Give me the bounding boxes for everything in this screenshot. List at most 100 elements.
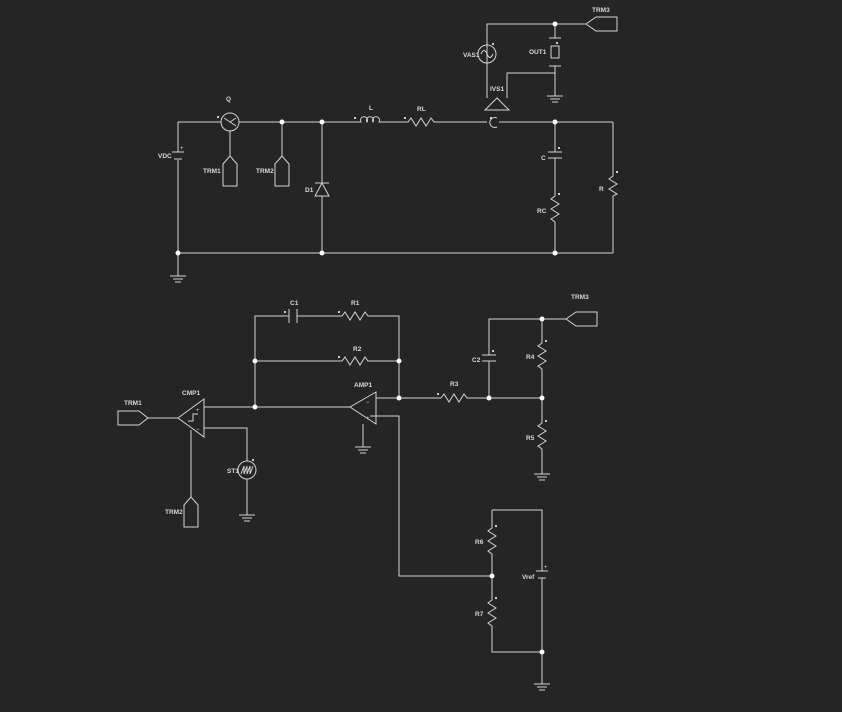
dc-source-vdc-symbol: + <box>172 146 184 160</box>
ground-icon <box>534 473 550 481</box>
resistor-rl-label: RL <box>417 106 426 113</box>
junction-node <box>552 21 558 27</box>
wire <box>254 315 289 407</box>
junction-node <box>539 316 545 322</box>
resistor-r1-label: R1 <box>351 300 360 307</box>
minus-sign: − <box>196 427 200 433</box>
current-sensor-ivs1-label: IVS1 <box>490 86 504 93</box>
svg-text:+: + <box>544 565 548 571</box>
minus-sign: − <box>366 400 370 406</box>
current-sensor-ivs1-symbol <box>483 97 511 128</box>
ground-icon <box>547 95 563 103</box>
terminal-trm1-label: TRM1 <box>203 168 221 175</box>
junction-node <box>396 395 402 401</box>
wire <box>491 630 542 653</box>
terminal-trm1-input-symbol <box>117 410 149 426</box>
resistor-r3-symbol <box>435 393 471 403</box>
junction-node <box>489 573 495 579</box>
junction-node <box>539 649 545 655</box>
junction-node <box>279 119 285 125</box>
sawtooth-source-st1-symbol <box>237 459 257 480</box>
resistor-r2-symbol <box>336 356 372 366</box>
inductor-l-label: L <box>369 105 373 112</box>
ground-icon <box>355 446 371 454</box>
amplifier-amp1-symbol: − + <box>349 391 377 425</box>
capacitor-c2-symbol <box>482 350 496 362</box>
buck-converter: + VDC Q TRM1 TRM2 D1 L <box>158 7 619 283</box>
resistor-r7-label: R7 <box>475 611 484 618</box>
terminal-trm1-symbol <box>222 155 238 187</box>
resistor-r5-symbol <box>537 417 547 453</box>
terminal-trm3-label: TRM3 <box>592 7 610 14</box>
wire <box>204 427 248 461</box>
dc-source-vref-symbol: + <box>536 565 548 579</box>
comparator-cmp1-symbol: + − <box>177 398 205 438</box>
junction-node <box>175 250 181 256</box>
amplifier-amp1-label: AMP1 <box>354 382 372 389</box>
wire <box>486 23 556 63</box>
diode-d1-symbol <box>314 181 330 197</box>
resistor-r7-symbol <box>487 594 497 630</box>
diode-d1-label: D1 <box>305 187 314 194</box>
resistor-r6-label: R6 <box>475 539 484 546</box>
resistor-r6-symbol <box>487 522 497 558</box>
capacitor-c-symbol <box>548 147 562 159</box>
output-probe-out1-label: OUT1 <box>529 49 547 56</box>
wire <box>492 509 543 571</box>
output-probe-out1-symbol <box>549 37 561 67</box>
terminal-trm3-symbol <box>585 16 618 32</box>
resistor-r-load-label: R <box>599 186 604 193</box>
junction-node <box>252 404 258 410</box>
resistor-r4-label: R4 <box>526 354 535 361</box>
junction-node <box>252 358 258 364</box>
control-circuit: TRM1 + − CMP1 TRM2 ST1 C1 <box>117 294 598 691</box>
vref-label: Vref <box>522 574 535 581</box>
resistor-r2-label: R2 <box>353 346 362 353</box>
ground-icon <box>239 514 255 522</box>
junction-node <box>552 119 558 125</box>
switch-q-label: Q <box>226 96 231 103</box>
terminal-trm3-output-label: TRM3 <box>571 294 589 301</box>
sawtooth-source-st1-label: ST1 <box>227 468 239 475</box>
vdc-label: VDC <box>158 153 172 160</box>
junction-node <box>319 250 325 256</box>
junction-node <box>396 358 402 364</box>
resistor-r-load-symbol <box>608 171 619 198</box>
wire <box>488 318 566 355</box>
terminal-trm2-label: TRM2 <box>256 168 274 175</box>
junction-node <box>539 395 545 401</box>
resistor-r5-label: R5 <box>526 435 535 442</box>
switch-q-symbol <box>217 112 240 132</box>
junction-node <box>552 250 558 256</box>
inductor-l-symbol <box>354 116 385 123</box>
ground-icon <box>170 275 186 283</box>
resistor-r4-symbol <box>537 337 547 373</box>
resistor-rc-symbol <box>550 190 560 228</box>
capacitor-c1-label: C1 <box>290 300 299 307</box>
capacitor-c1-symbol <box>284 309 298 323</box>
comparator-cmp1-label: CMP1 <box>182 390 200 397</box>
capacitor-c-label: C <box>541 155 546 162</box>
resistor-r3-label: R3 <box>450 381 459 388</box>
wire <box>506 72 555 98</box>
plus-sign: + <box>196 408 200 414</box>
voltage-sensor-vas1-label: VAS1 <box>463 52 480 59</box>
terminal-trm1-input-label: TRM1 <box>124 400 142 407</box>
wire <box>372 315 400 398</box>
capacitor-c2-label: C2 <box>472 357 481 364</box>
resistor-r1-symbol <box>336 311 372 321</box>
terminal-trm3-output-symbol <box>565 311 598 327</box>
plus-sign: + <box>366 416 370 422</box>
junction-node <box>486 395 492 401</box>
terminal-trm2-ref-symbol <box>183 496 199 528</box>
junction-node <box>319 119 325 125</box>
voltage-sensor-vas1-symbol <box>477 43 497 64</box>
terminal-trm2-symbol <box>274 155 290 187</box>
resistor-rc-label: RC <box>537 208 547 215</box>
svg-text:+: + <box>180 146 184 152</box>
wire <box>370 415 492 577</box>
ground-icon <box>534 683 550 691</box>
terminal-trm2-ref-label: TRM2 <box>165 509 183 516</box>
resistor-rl-symbol <box>402 117 438 127</box>
